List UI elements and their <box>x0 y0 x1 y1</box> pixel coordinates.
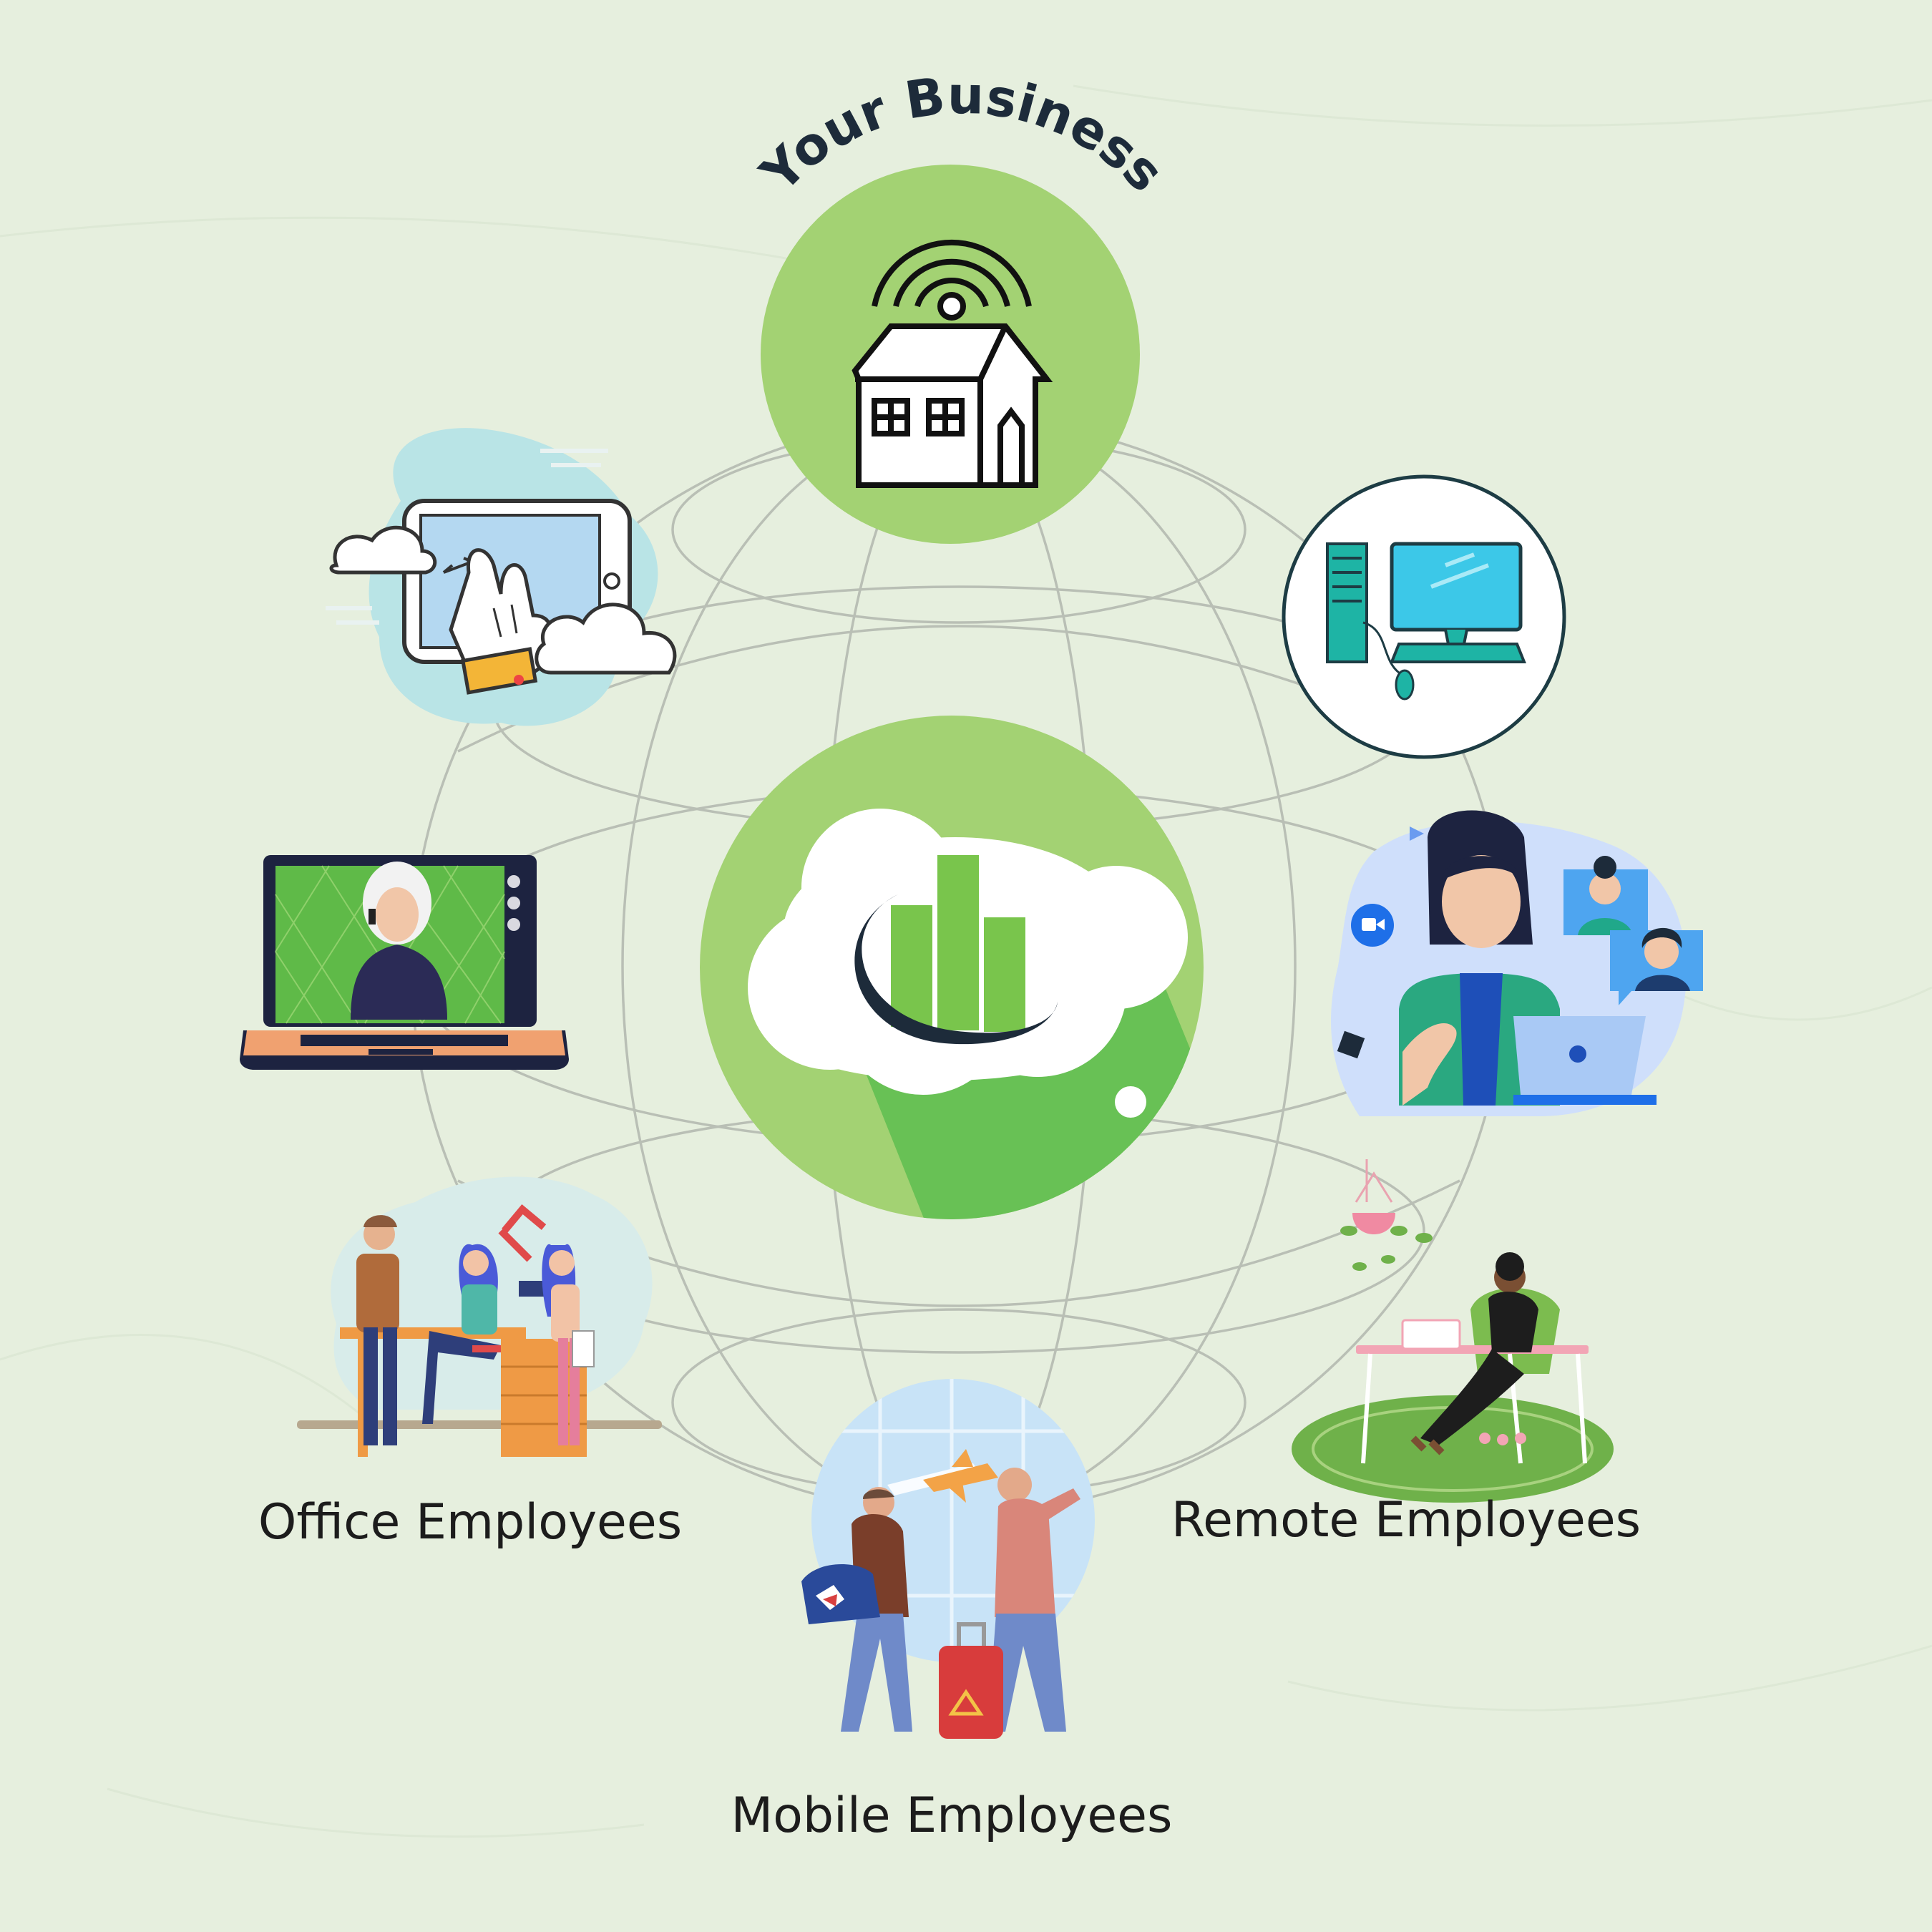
mobile-employees-label: Mobile Employees <box>731 1787 1173 1844</box>
office-team-illustration <box>297 1176 662 1457</box>
business-node <box>761 165 1140 544</box>
center-cloud-node <box>700 716 1204 1219</box>
cloud-analytics-logo <box>748 809 1188 1118</box>
travelers-illustration <box>801 1379 1095 1739</box>
house-broadcast-icon <box>852 239 1053 488</box>
remote-employees-label: Remote Employees <box>1171 1492 1641 1548</box>
laptop-video-call-icon <box>240 855 569 1070</box>
video-chat-woman-icon <box>1331 810 1703 1116</box>
desktop-computer-icon <box>1282 474 1566 759</box>
office-employees-label: Office Employees <box>258 1494 682 1551</box>
tablet-touch-icon <box>326 428 677 726</box>
remote-worker-illustration <box>1292 1159 1614 1503</box>
